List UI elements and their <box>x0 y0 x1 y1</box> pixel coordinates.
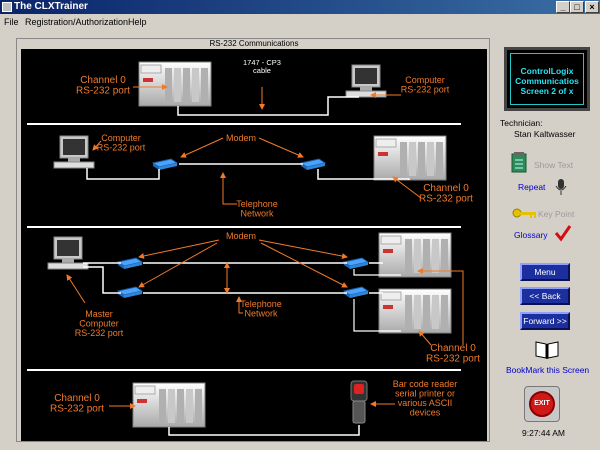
controllogix-chassis <box>138 61 212 107</box>
cp3-cable <box>177 96 359 116</box>
computer-icon <box>345 64 387 98</box>
controllogix-chassis <box>132 382 206 428</box>
modem-icon <box>117 257 143 270</box>
forward-button[interactable]: Forward >> <box>520 312 570 330</box>
panel-title: RS-232 Communications <box>209 39 299 48</box>
menu-button[interactable]: Menu <box>520 263 570 281</box>
menu-registration[interactable]: Registration/Authorization <box>25 17 129 27</box>
technician-name: Stan Kaltwasser <box>514 129 576 139</box>
notepad-icon <box>511 152 527 173</box>
menu-bar: File Registration/Authorization Help <box>0 14 600 30</box>
s2-modem-label: Modem <box>226 133 256 143</box>
controllogix-chassis <box>378 288 452 334</box>
modem-icon <box>300 158 326 171</box>
title-bar: The CLXTrainer _ □ × <box>0 0 600 14</box>
exit-label: EXIT <box>529 391 555 417</box>
repeat-link[interactable]: Repeat <box>518 178 592 196</box>
controllogix-chassis <box>378 232 452 278</box>
microphone-icon <box>555 179 567 195</box>
exit-button[interactable]: EXIT <box>524 386 560 422</box>
maximize-button[interactable]: □ <box>570 1 584 13</box>
checkmark-icon <box>554 225 572 242</box>
controllogix-chassis <box>373 135 447 181</box>
screen-indicator: ControlLogix Communicatios Screen 2 of x <box>504 47 590 111</box>
modem-icon <box>117 286 143 299</box>
menu-file[interactable]: File <box>4 17 19 27</box>
show-text-label: Show Text <box>534 160 574 170</box>
app-icon <box>2 2 12 12</box>
glossary-label: Glossary <box>514 230 548 240</box>
technician-label: Technician: <box>500 118 543 128</box>
key-point-link[interactable]: Key Point <box>512 205 594 221</box>
modem-icon <box>152 158 178 171</box>
screen-label: ControlLogix Communicatios Screen 2 of x <box>510 53 584 105</box>
s3-modem-label: Modem <box>226 231 256 241</box>
back-button[interactable]: << Back <box>520 287 570 305</box>
menu-help[interactable]: Help <box>128 17 147 27</box>
key-point-label: Key Point <box>538 209 575 219</box>
minimize-button[interactable]: _ <box>556 1 570 13</box>
bookmark-link[interactable]: BookMark this Screen <box>504 338 594 378</box>
rs232-panel: RS-232 Communications <box>16 38 490 442</box>
clock: 9:27:44 AM <box>522 428 566 438</box>
key-icon <box>512 208 536 218</box>
window-title: The CLXTrainer <box>14 1 88 12</box>
modem-icon <box>343 257 369 270</box>
sidebar: ControlLogix Communicatios Screen 2 of x… <box>496 40 596 445</box>
master-computer-icon <box>47 236 89 270</box>
modem-icon <box>343 286 369 299</box>
repeat-label: Repeat <box>518 182 546 192</box>
book-icon <box>535 341 559 359</box>
bookmark-label: BookMark this Screen <box>506 365 590 375</box>
close-button[interactable]: × <box>585 1 599 13</box>
barcode-reader-icon <box>350 380 368 424</box>
computer-icon <box>53 135 95 169</box>
show-text-link[interactable]: Show Text <box>510 151 594 175</box>
glossary-link[interactable]: Glossary <box>514 224 592 244</box>
